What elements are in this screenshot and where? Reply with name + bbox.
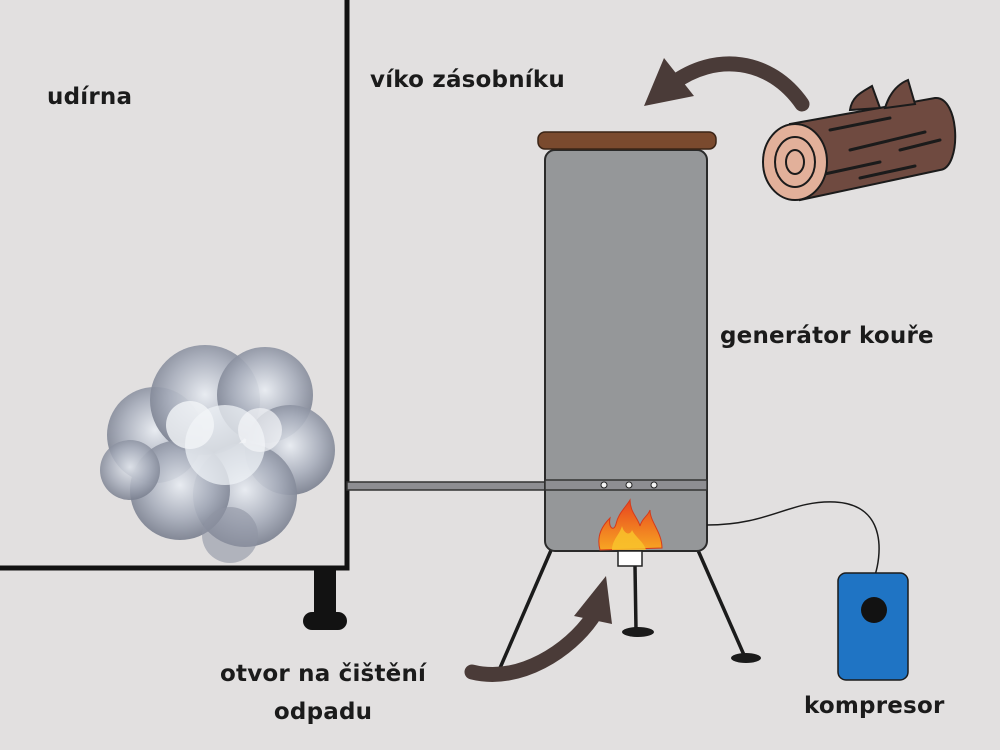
compressor-body (837, 572, 909, 681)
wood-log-icon (762, 78, 957, 202)
air-hole (625, 481, 633, 489)
smokehouse-leg (314, 568, 336, 616)
generator-legs (498, 547, 746, 669)
generator-body (544, 149, 708, 552)
smokehouse (0, 0, 350, 630)
flame-icon (598, 498, 663, 551)
air-hole (650, 481, 658, 489)
air-hole (600, 481, 608, 489)
label-compressor: kompresor (804, 693, 945, 719)
label-hopper-lid: víko zásobníku (370, 67, 565, 93)
hopper-lid (537, 131, 717, 150)
smokehouse-foot (303, 612, 347, 630)
label-cleaning-line1: otvor na čištění (220, 661, 427, 687)
smoke-cloud (100, 345, 335, 563)
label-smoke-generator: generátor kouře (720, 323, 934, 349)
compressor-button (861, 597, 887, 623)
cleaning-opening (617, 550, 643, 567)
generator-foot-center (622, 627, 654, 637)
smokehouse-wall (0, 0, 350, 571)
smoke-generator (544, 149, 708, 552)
compressor (837, 572, 909, 681)
compressor-hose (706, 501, 880, 576)
label-cleaning-opening: otvor na čištění odpadu (220, 655, 426, 731)
label-cleaning-line2: odpadu (273, 699, 373, 725)
generator-foot-right (731, 653, 761, 663)
label-smokehouse: udírna (47, 84, 133, 110)
arrow-to-lid-icon (644, 56, 810, 112)
arrow-to-opening-icon (464, 576, 612, 682)
